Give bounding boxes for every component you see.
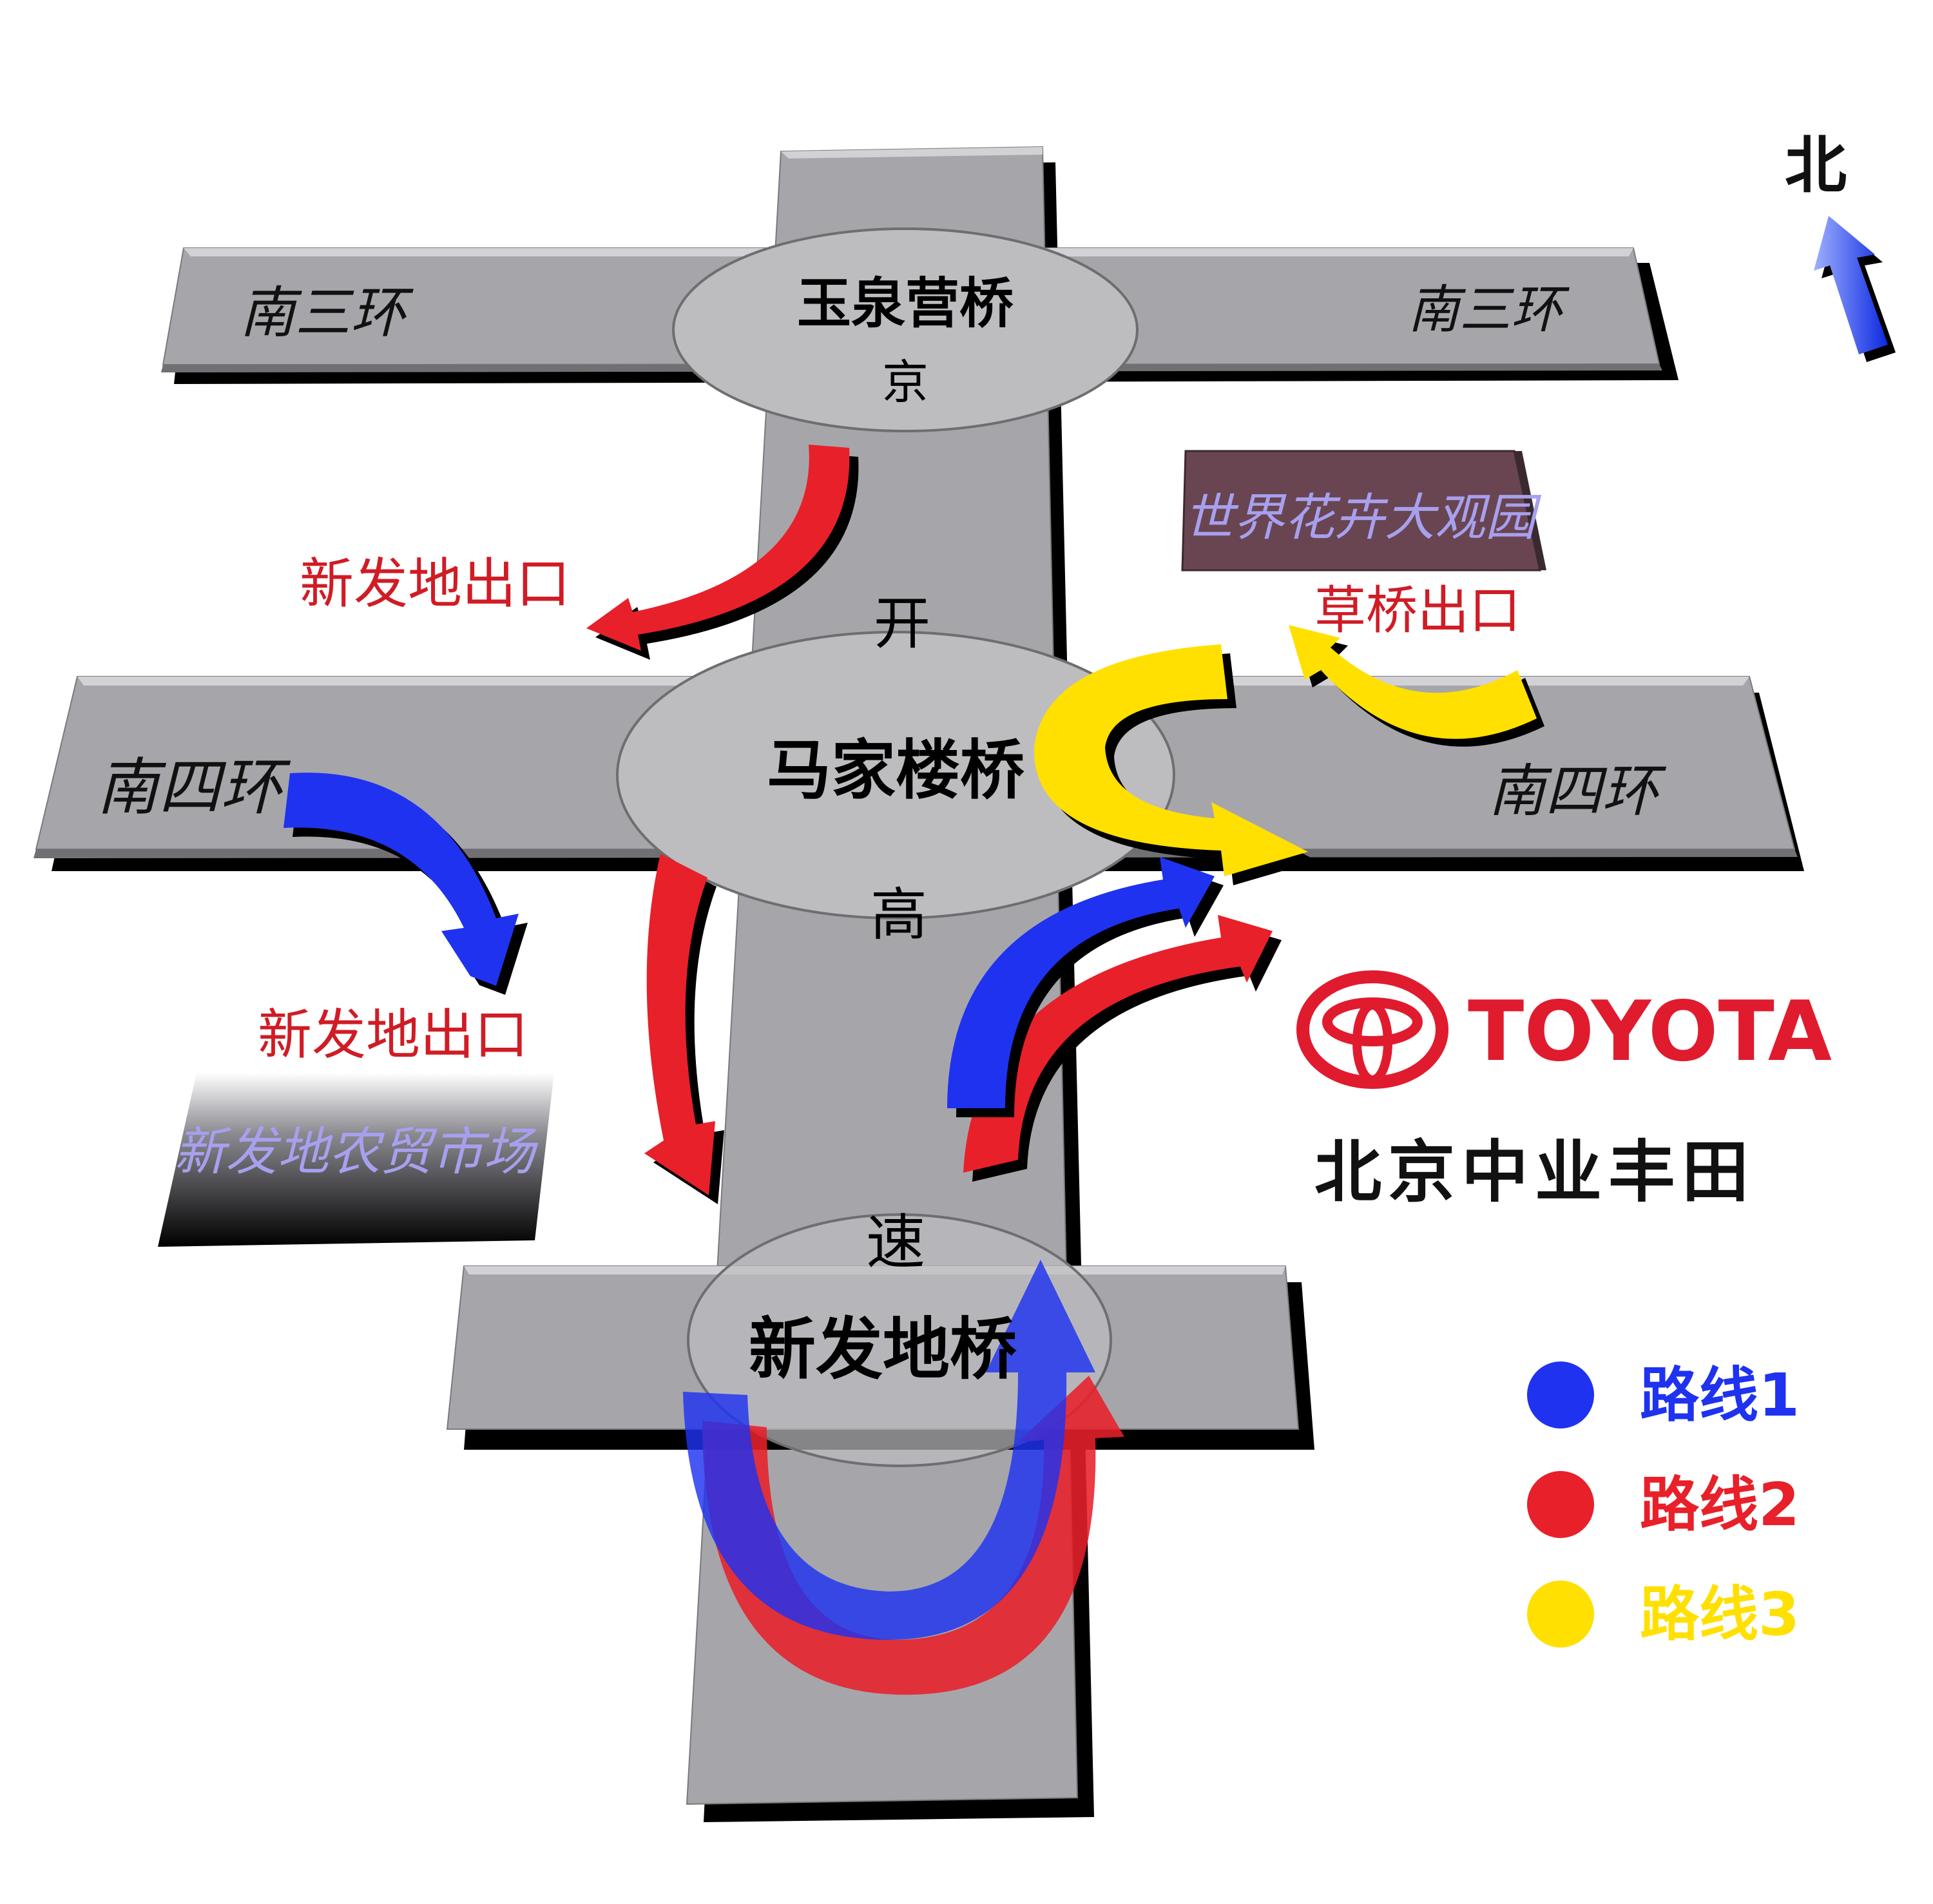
landmark-xinfadi-market: 新发地农贸市场 <box>158 1073 554 1247</box>
route2-arrow-south <box>644 854 724 1204</box>
label-expressway-gao: 高 <box>870 881 927 948</box>
dealer-name: 北京中业丰田 <box>1314 1133 1755 1211</box>
legend-label-route2: 路线2 <box>1640 1470 1800 1539</box>
label-bridge-top: 玉泉营桥 <box>797 272 1014 335</box>
route1-uturn <box>683 1260 1095 1640</box>
legend-item-route3: 路线3 <box>1527 1580 1800 1649</box>
legend-item-route2: 路线2 <box>1527 1470 1800 1539</box>
route3-arrow-caoqiao <box>1289 625 1544 747</box>
legend-swatch-route2 <box>1527 1471 1594 1538</box>
north-arrow-icon <box>1814 216 1896 362</box>
legend-swatch-route3 <box>1527 1581 1594 1648</box>
label-flower-park: 世界花卉大观园 <box>1184 489 1542 547</box>
label-ring3-west: 南三环 <box>240 281 414 345</box>
route1-arrow-east <box>947 857 1224 1117</box>
label-ring4-west: 南四环 <box>97 751 291 823</box>
bridge-majialou <box>616 631 1175 919</box>
brand-name: TOYOTA <box>1468 984 1832 1080</box>
legend-swatch-route1 <box>1527 1361 1594 1428</box>
bridge-yuquanying <box>672 227 1139 432</box>
route2-arrow-east <box>963 915 1282 1182</box>
label-exit-xinfadi-south: 新发地出口 <box>258 1003 528 1066</box>
legend-label-route1: 路线1 <box>1640 1361 1800 1430</box>
route3-arrow-loop <box>1034 644 1317 885</box>
label-bridge-bottom: 新发地桥 <box>749 1310 1017 1389</box>
label-expressway-kai: 开 <box>874 590 930 657</box>
label-ring3-east: 南三环 <box>1408 280 1570 340</box>
landmark-flower-park: 世界花卉大观园 <box>1181 450 1546 572</box>
label-bridge-middle: 马家楼桥 <box>767 733 1024 808</box>
label-expressway-su: 速 <box>866 1208 925 1277</box>
route1-arrow-exit-south <box>284 773 528 995</box>
legend-label-route3: 路线3 <box>1640 1580 1800 1649</box>
compass-label: 北 <box>1785 129 1847 202</box>
label-exit-caoqiao: 草桥出口 <box>1314 581 1521 640</box>
legend-item-route1: 路线1 <box>1527 1361 1800 1430</box>
route2-arrow-exit-north <box>586 445 859 660</box>
compass: 北 <box>1785 129 1896 362</box>
label-exit-xinfadi-north: 新发地出口 <box>300 552 570 615</box>
label-xinfadi-market: 新发地农贸市场 <box>174 1122 539 1182</box>
label-ring4-east: 南四环 <box>1488 758 1667 824</box>
bridge-xinfadi <box>687 1213 1112 1467</box>
label-expressway-jing: 京 <box>882 355 928 409</box>
toyota-logo-icon <box>1296 970 1448 1089</box>
legend: 路线1 路线2 路线3 <box>1527 1361 1800 1649</box>
